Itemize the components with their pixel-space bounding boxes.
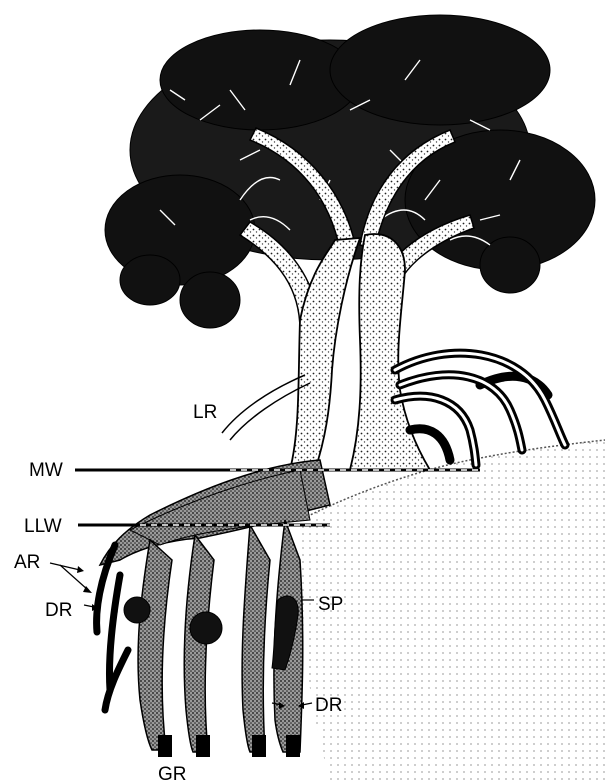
canopy — [105, 15, 595, 328]
label-sp: SP — [318, 594, 343, 615]
label-gr: GR — [158, 764, 187, 784]
label-ar: AR — [14, 552, 40, 573]
label-llw: LLW — [24, 516, 62, 537]
label-dr-left: DR — [45, 600, 72, 621]
label-mw: MW — [29, 460, 63, 481]
ground-bank — [299, 440, 605, 784]
label-dr-right: DR — [315, 695, 342, 716]
label-lr: LR — [193, 402, 217, 423]
aerial-roots — [97, 545, 128, 710]
